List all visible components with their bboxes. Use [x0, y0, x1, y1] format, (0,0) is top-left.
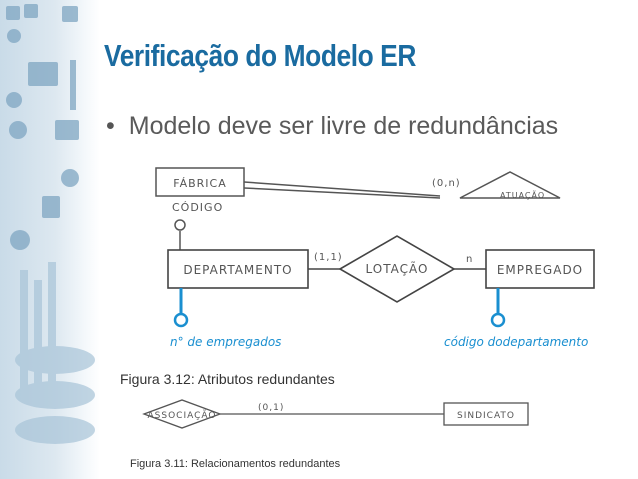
entity-departamento: [167, 249, 309, 289]
relationship-associacao-label: ASSOCIAÇÃO: [148, 410, 217, 421]
news-icon: [28, 62, 58, 86]
entity-fabrica: [155, 167, 245, 197]
relationship-atuacao: [459, 171, 561, 199]
music-note-icon: [42, 196, 60, 218]
data-column-icon: [20, 270, 28, 390]
entity-empregado: [485, 249, 595, 289]
cardinality-bottom: (0,1): [258, 403, 284, 413]
figure-caption-1: Figura 3.12: Atributos redundantes: [120, 371, 335, 387]
cardinality-left: (1,1): [314, 252, 343, 263]
top-fragment: FÁBRICA (0,n) ATUAÇÃO CÓDIGO: [155, 167, 561, 214]
entity-sindicato-label: SINDICATO: [457, 411, 515, 421]
attribute-codigo-marker: [174, 219, 186, 231]
attr-right-marker: [490, 312, 506, 328]
bullet-text: Modelo deve ser livre de redundâncias: [128, 112, 559, 140]
data-column-icon: [34, 280, 42, 390]
attribute-codigo: CÓDIGO: [172, 201, 223, 214]
bulb-icon: [10, 230, 30, 250]
infographic-icons: [6, 4, 95, 444]
relationship-lotacao-label: LOTAÇÃO: [366, 261, 429, 276]
bullet-point: • Modelo deve ser livre de redundâncias: [106, 112, 558, 141]
database-icon: [15, 381, 95, 409]
data-column-icon: [48, 262, 56, 390]
slide-title: Verificação do Modelo ER: [104, 38, 416, 73]
database-icon: [15, 416, 95, 444]
cardinality-right: n: [466, 254, 473, 265]
cardinality-top: (0,n): [432, 178, 461, 189]
connector-line: [243, 187, 441, 199]
bullet-dot-icon: •: [106, 112, 115, 140]
chart-icon: [55, 120, 79, 140]
relationship-atuacao-label: ATUAÇÃO: [500, 190, 545, 200]
user-icon: [6, 92, 22, 108]
microphone-icon: [9, 121, 27, 139]
decorative-sidebar: [0, 0, 100, 479]
connector-line: [243, 181, 441, 197]
entity-empregado-label: EMPREGADO: [497, 263, 583, 277]
tower-icon: [70, 60, 76, 110]
grid-tile-icon: [24, 4, 38, 18]
database-icon: [15, 346, 95, 374]
entity-departamento-label: DEPARTAMENTO: [183, 263, 292, 277]
er-diagram: FÁBRICA (0,n) ATUAÇÃO CÓDIGO DEPARTAMENT…: [142, 167, 595, 429]
heart-icon: [7, 29, 21, 43]
attr-right-label: código dodepartamento: [444, 335, 588, 349]
entity-fabrica-label: FÁBRICA: [173, 177, 226, 190]
entity-sindicato: [443, 402, 529, 426]
grid-tile-icon: [6, 6, 20, 20]
figure-caption-2: Figura 3.11: Relacionamentos redundantes: [130, 458, 341, 470]
calendar-icon: [62, 6, 78, 22]
gear-icon: [61, 169, 79, 187]
attr-left-label: n° de empregados: [170, 335, 281, 349]
attr-left-marker: [173, 312, 189, 328]
